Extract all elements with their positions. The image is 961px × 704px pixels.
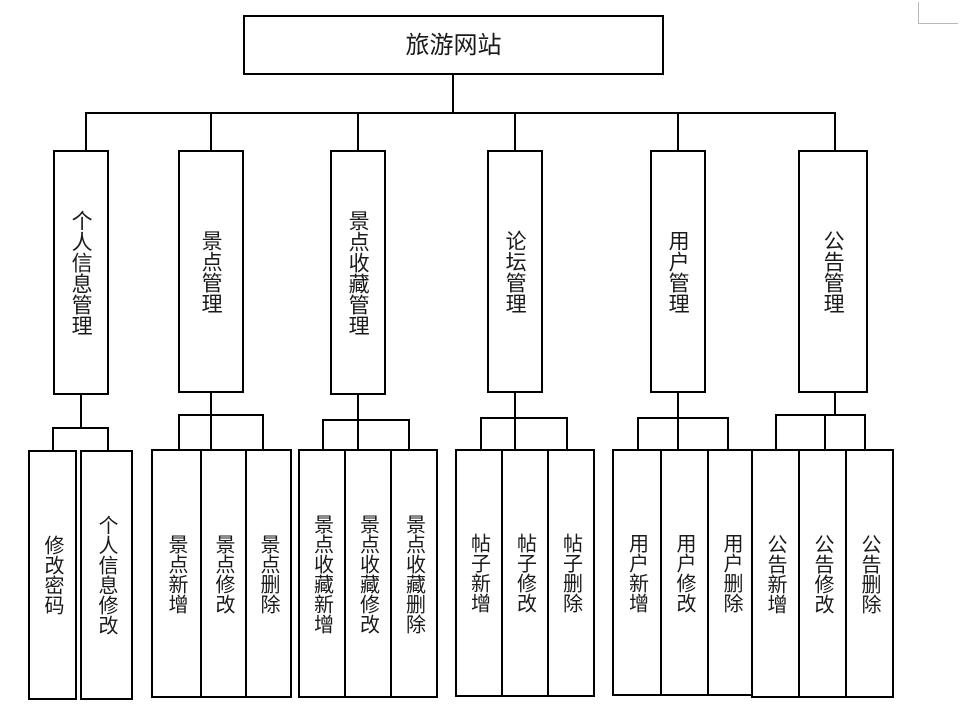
node-scenic-delete-label: 景点删除 (257, 533, 281, 614)
connector-bus-personal-info-management (52, 427, 109, 429)
connector-stem-announcement-management (834, 393, 836, 415)
node-announcement-edit[interactable]: 公告修改 (798, 449, 847, 698)
connector-stem-scenic-favorite-management (357, 395, 359, 420)
connector-root-stem (452, 75, 454, 113)
node-announcement-edit-label: 公告修改 (811, 533, 835, 614)
node-user-management-label: 用户管理 (666, 229, 691, 314)
node-root[interactable]: 旅游网站 (243, 15, 664, 75)
node-favorite-delete-label: 景点收藏删除 (402, 513, 427, 634)
connector-drop-announcement-edit (824, 414, 826, 450)
connector-drop-post-delete (566, 417, 568, 450)
connector-drop-scenic-delete (262, 414, 264, 450)
connector-drop-branch-2 (210, 112, 212, 150)
node-scenic-delete[interactable]: 景点删除 (245, 449, 292, 698)
connector-drop-branch-1 (85, 112, 87, 150)
connector-drop-user-add (637, 417, 639, 450)
connector-drop-favorite-delete (408, 419, 410, 450)
node-favorite-delete[interactable]: 景点收藏删除 (390, 449, 438, 698)
node-scenic-add[interactable]: 景点新增 (151, 449, 202, 698)
node-scenic-add-label: 景点新增 (165, 533, 189, 614)
node-announcement-add-label: 公告新增 (764, 533, 788, 614)
connector-drop-favorite-edit (357, 419, 359, 450)
node-scenic-edit-label: 景点修改 (212, 533, 236, 614)
connector-drop-user-delete (727, 417, 729, 450)
node-post-edit[interactable]: 帖子修改 (501, 449, 549, 697)
connector-drop-branch-5 (677, 112, 679, 150)
node-change-password-label: 修改密码 (41, 535, 65, 615)
connector-drop-change-password (52, 427, 54, 452)
connector-stem-forum-management (514, 393, 516, 418)
node-announcement-delete-label: 公告删除 (858, 533, 882, 614)
connector-drop-post-edit (514, 417, 516, 450)
node-favorite-edit[interactable]: 景点收藏修改 (344, 449, 392, 698)
node-announcement-management[interactable]: 公告管理 (798, 150, 868, 393)
node-root-label: 旅游网站 (405, 31, 502, 59)
connector-bus-user-management (637, 417, 729, 419)
node-scenic-spot-management[interactable]: 景点管理 (178, 150, 244, 393)
connector-drop-user-edit (677, 417, 679, 450)
connector-drop-favorite-add (322, 419, 324, 450)
connector-drop-announcement-add (775, 414, 777, 450)
node-personal-info-modify-label: 个人信息修改 (95, 515, 119, 635)
node-announcement-management-label: 公告管理 (821, 229, 846, 314)
node-forum-management[interactable]: 论坛管理 (487, 150, 543, 393)
page-margin-guide-mark (888, 2, 960, 26)
node-scenic-spot-management-label: 景点管理 (199, 229, 224, 314)
connector-stem-user-management (677, 393, 679, 418)
connector-stem-scenic-spot-management (210, 393, 212, 415)
node-announcement-add[interactable]: 公告新增 (751, 449, 800, 698)
node-post-add[interactable]: 帖子新增 (455, 449, 503, 697)
node-post-delete-label: 帖子删除 (559, 533, 584, 613)
node-user-edit-label: 用户修改 (673, 532, 697, 613)
connector-drop-scenic-edit (210, 414, 212, 450)
node-user-delete-label: 用户删除 (720, 532, 744, 613)
connector-drop-post-add (480, 417, 482, 450)
connector-drop-announcement-delete (864, 414, 866, 450)
node-personal-info-management-label: 个人信息管理 (69, 209, 94, 336)
node-post-add-label: 帖子新增 (467, 533, 492, 613)
connector-bus-scenic-favorite-management (322, 419, 410, 421)
node-scenic-favorite-management-label: 景点收藏管理 (346, 209, 371, 336)
node-user-management[interactable]: 用户管理 (650, 150, 706, 393)
connector-bus-scenic-spot-management (178, 414, 264, 416)
margin-guide-vertical (918, 2, 919, 24)
node-forum-management-label: 论坛管理 (503, 229, 528, 314)
connector-drop-scenic-add (178, 414, 180, 450)
node-user-edit[interactable]: 用户修改 (660, 449, 709, 696)
connector-drop-branch-6 (834, 112, 836, 150)
node-post-edit-label: 帖子修改 (513, 533, 538, 613)
connector-stem-personal-info-management (80, 395, 82, 428)
connector-drop-branch-4 (514, 112, 516, 150)
node-favorite-edit-label: 景点收藏修改 (356, 513, 381, 634)
connector-level2-bus (85, 112, 836, 114)
node-favorite-add[interactable]: 景点收藏新增 (298, 449, 346, 698)
node-personal-info-management[interactable]: 个人信息管理 (53, 150, 109, 395)
margin-guide-horizontal (918, 23, 958, 24)
node-user-add[interactable]: 用户新增 (612, 449, 662, 696)
node-favorite-add-label: 景点收藏新增 (310, 513, 335, 634)
connector-drop-branch-3 (357, 112, 359, 150)
node-post-delete[interactable]: 帖子删除 (547, 449, 595, 697)
connector-drop-personal-info-modify (107, 427, 109, 452)
node-change-password[interactable]: 修改密码 (28, 450, 77, 700)
node-scenic-favorite-management[interactable]: 景点收藏管理 (330, 150, 386, 395)
node-announcement-delete[interactable]: 公告删除 (845, 449, 894, 698)
node-user-add-label: 用户新增 (625, 532, 650, 613)
connector-bus-forum-management (480, 417, 568, 419)
node-user-delete[interactable]: 用户删除 (707, 449, 756, 696)
node-personal-info-modify[interactable]: 个人信息修改 (80, 450, 133, 700)
node-scenic-edit[interactable]: 景点修改 (200, 449, 247, 698)
connector-bus-announcement-management (775, 414, 866, 416)
